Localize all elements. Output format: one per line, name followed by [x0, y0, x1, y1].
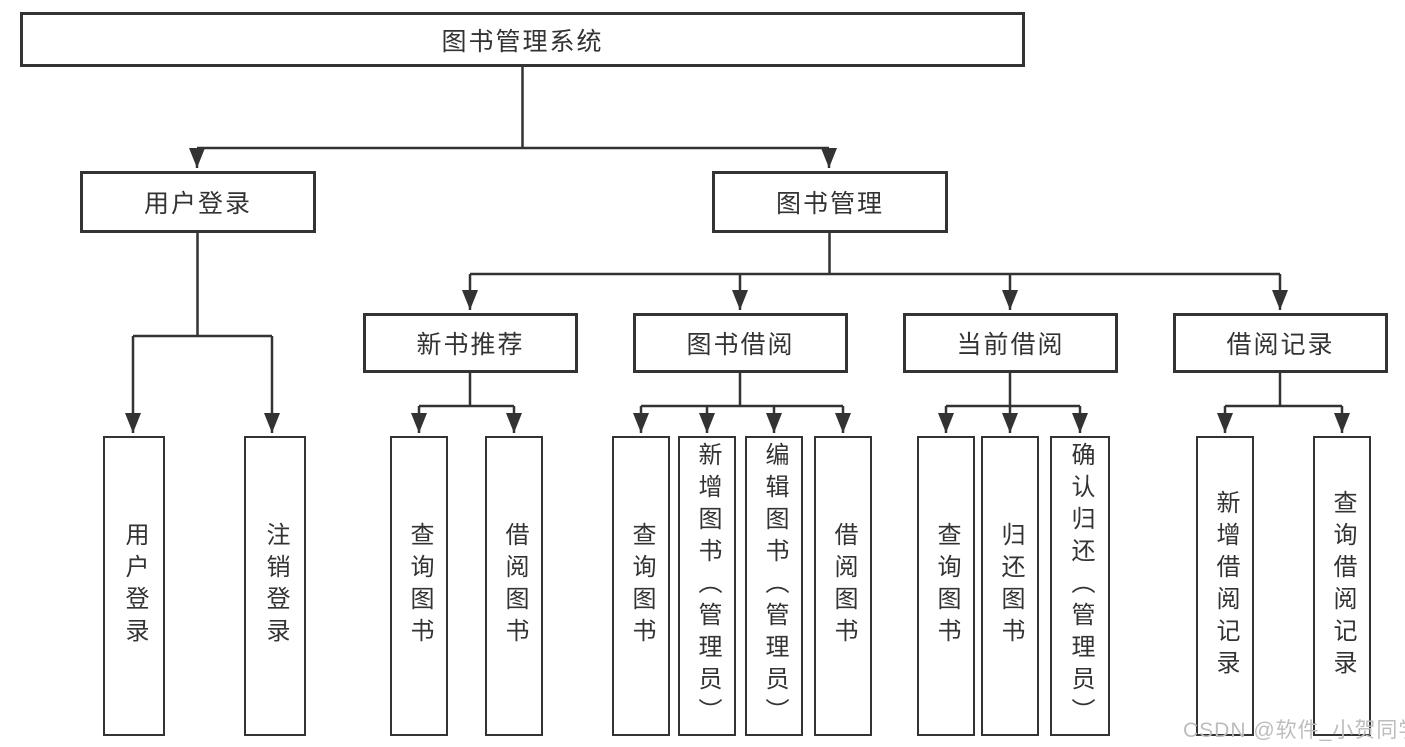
leaf-borrow-books-recommend: 借阅图书 [485, 436, 543, 736]
leaf-user-login: 用户登录 [103, 436, 165, 736]
leaf-query-books-borrowing: 查询图书 [612, 436, 670, 736]
leaf-borrow-books-recommend-label: 借阅图书 [501, 522, 528, 650]
leaf-query-books-current-label: 查询图书 [933, 522, 960, 650]
leaf-query-borrow-record-label: 查询借阅记录 [1329, 490, 1356, 682]
leaf-borrow-books-borrowing-label: 借阅图书 [830, 522, 857, 650]
node-borrowing-records: 借阅记录 [1173, 313, 1388, 373]
leaf-add-books-admin: 新增图书（管理员） [678, 436, 736, 736]
leaf-edit-books-admin-label: 编辑图书（管理员） [761, 442, 788, 730]
node-current-borrowing: 当前借阅 [903, 313, 1118, 373]
node-system-root: 图书管理系统 [20, 12, 1025, 67]
leaf-query-borrow-record: 查询借阅记录 [1313, 436, 1371, 736]
leaf-query-books-borrowing-label: 查询图书 [628, 522, 655, 650]
leaf-return-books-label: 归还图书 [997, 522, 1024, 650]
leaf-add-books-admin-label: 新增图书（管理员） [694, 442, 721, 730]
leaf-confirm-return-admin-label: 确认归还（管理员） [1067, 442, 1094, 730]
node-user-login: 用户登录 [80, 171, 316, 233]
leaf-logout: 注销登录 [244, 436, 306, 736]
leaf-confirm-return-admin: 确认归还（管理员） [1050, 436, 1110, 736]
leaf-query-books-recommend: 查询图书 [390, 436, 448, 736]
leaf-add-borrow-record-label: 新增借阅记录 [1212, 490, 1239, 682]
leaf-user-login-label: 用户登录 [121, 522, 148, 650]
node-book-management: 图书管理 [712, 171, 948, 233]
node-new-book-recommendation: 新书推荐 [363, 313, 578, 373]
leaf-query-books-current: 查询图书 [917, 436, 975, 736]
leaf-add-borrow-record: 新增借阅记录 [1196, 436, 1254, 736]
leaf-return-books: 归还图书 [981, 436, 1039, 736]
csdn-watermark: CSDN @软件_小贺同学 [1183, 719, 1405, 742]
leaf-borrow-books-borrowing: 借阅图书 [814, 436, 872, 736]
leaf-query-books-recommend-label: 查询图书 [406, 522, 433, 650]
leaf-logout-label: 注销登录 [262, 522, 289, 650]
leaf-edit-books-admin: 编辑图书（管理员） [745, 436, 803, 736]
node-book-borrowing: 图书借阅 [633, 313, 848, 373]
